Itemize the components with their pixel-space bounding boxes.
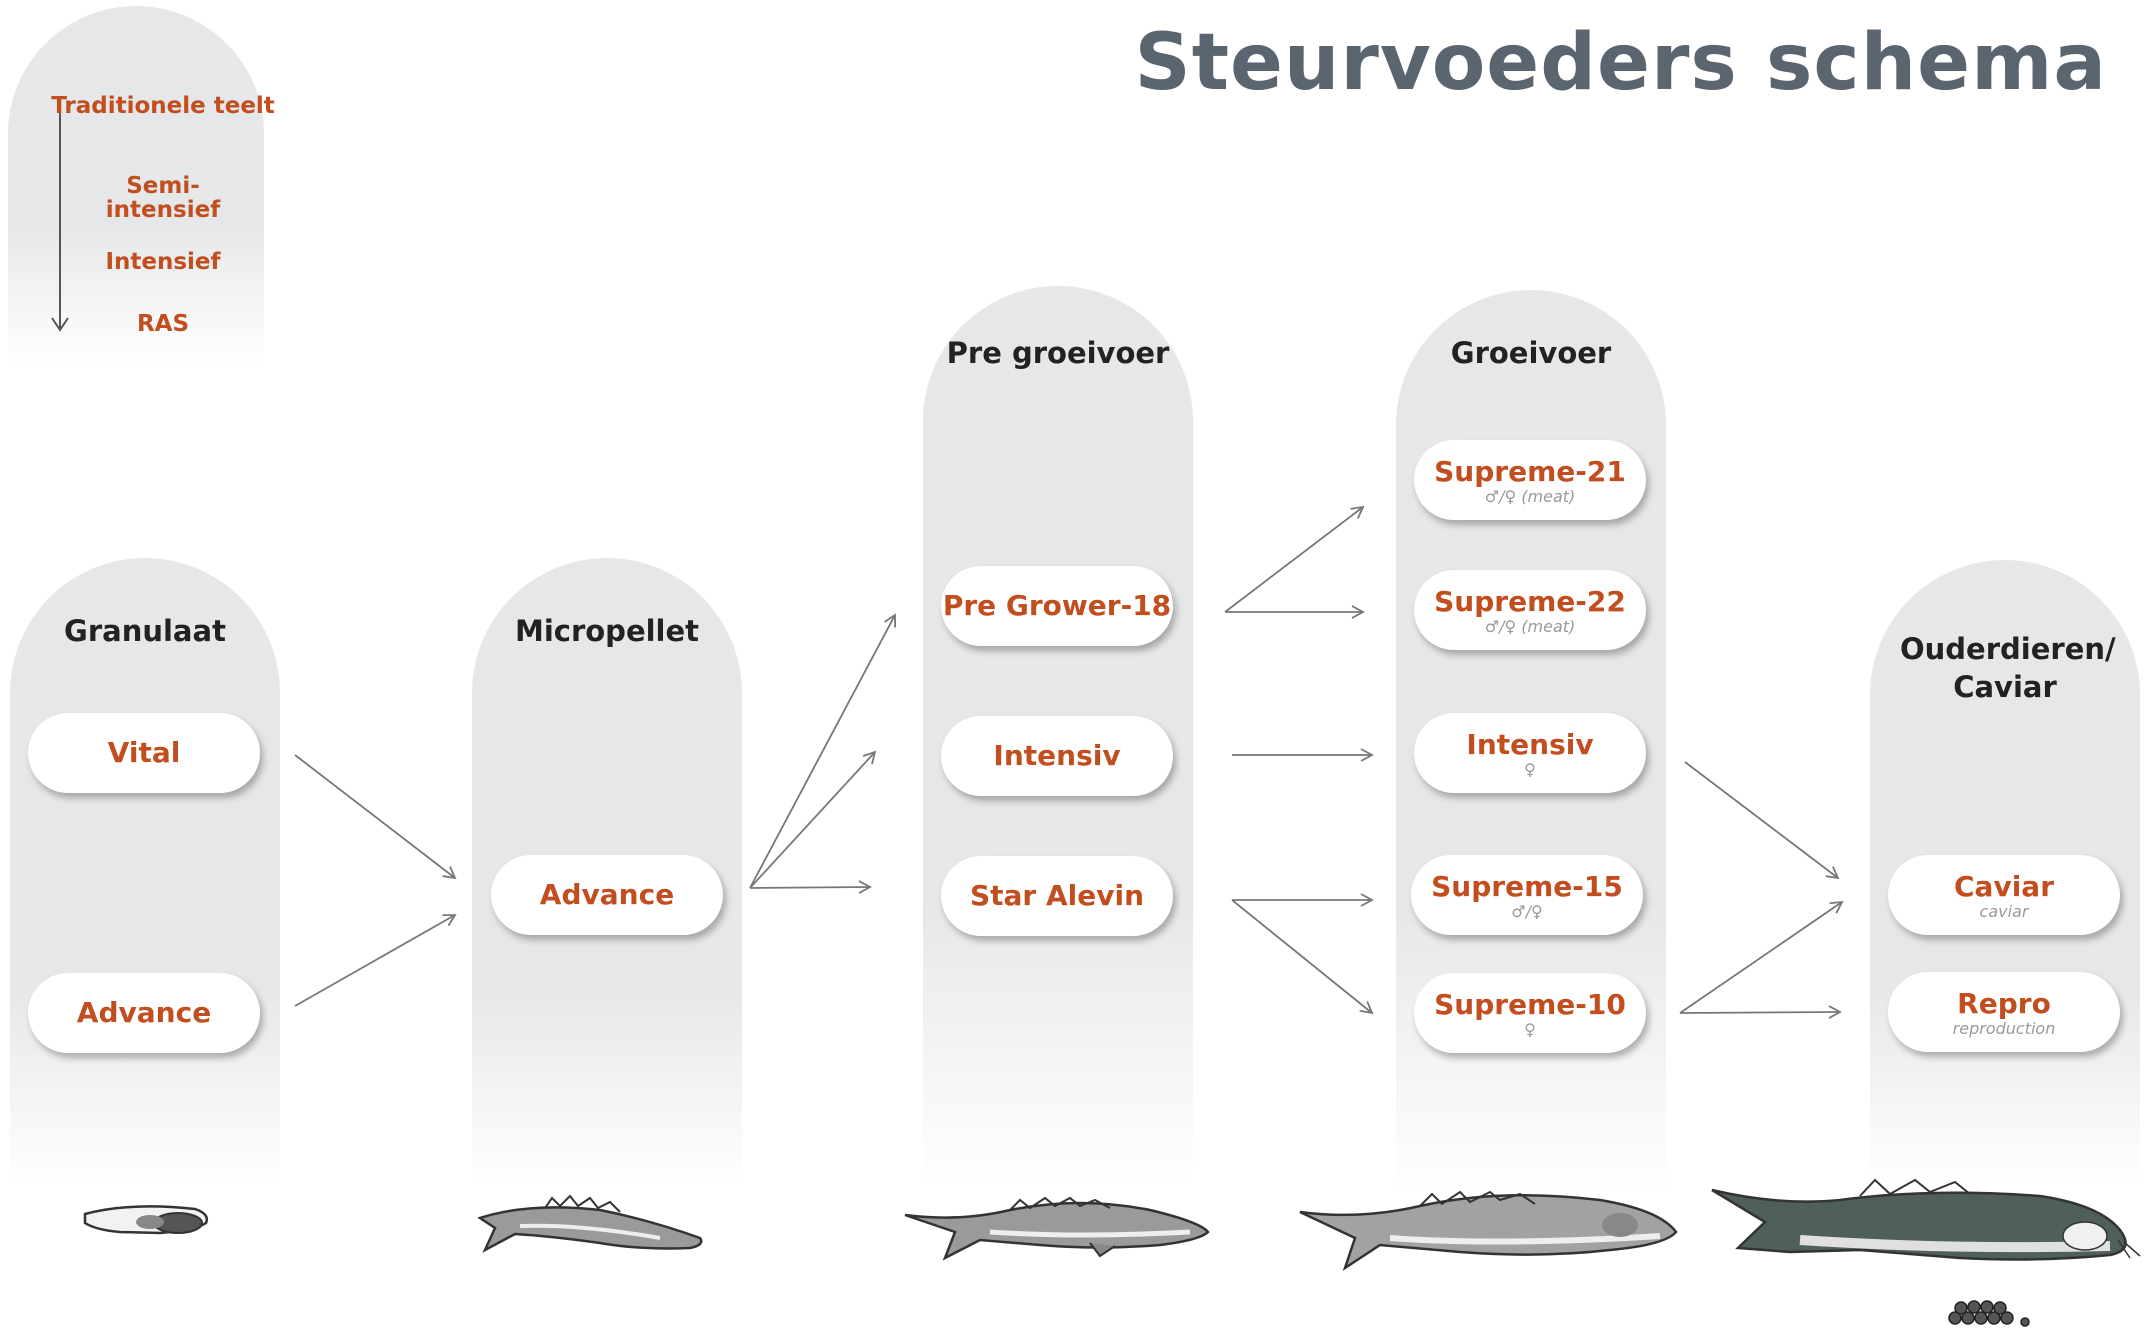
page-title: Steurvoeders schema xyxy=(1134,18,2107,108)
flow-arrow xyxy=(1679,1005,1842,1019)
sturgeon-medium-icon xyxy=(904,1196,1210,1261)
flow-arrow xyxy=(749,750,877,889)
legend-item-ras: RAS xyxy=(136,311,190,337)
product-subtitle: ♂/♀ (meat) xyxy=(1484,616,1576,636)
column-title: Groeivoer xyxy=(1450,336,1612,370)
column-ouderdieren-caviar: Ouderdieren/ Caviar Caviar caviar Repro … xyxy=(1870,560,2140,1185)
legend-item-traditioneel: Traditionele teelt xyxy=(51,93,275,119)
flow-arrow xyxy=(1684,761,1840,880)
flow-arrow xyxy=(294,754,457,880)
column-title: Micropellet xyxy=(514,614,700,648)
product-label: Repro xyxy=(1957,986,2051,1020)
flow-arrow xyxy=(1679,900,1844,1014)
sturgeon-large-icon xyxy=(1299,1190,1678,1272)
product-intensiv-pre[interactable]: Intensiv xyxy=(941,716,1173,796)
product-label: Intensiv xyxy=(1466,727,1594,761)
product-vital[interactable]: Vital xyxy=(28,713,260,793)
product-subtitle: ♀ xyxy=(1524,1019,1536,1039)
product-label: Advance xyxy=(76,996,212,1029)
column-granulaat: Granulaat Vital Advance xyxy=(10,558,280,1188)
product-subtitle: ♂/♀ xyxy=(1511,901,1543,921)
larva-icon xyxy=(83,1205,209,1235)
flow-arrow xyxy=(1224,505,1365,613)
product-label: Supreme-15 xyxy=(1431,869,1623,903)
product-caviar[interactable]: Caviar caviar xyxy=(1888,855,2120,935)
column-title: Pre groeivoer xyxy=(946,336,1170,370)
product-label: Advance xyxy=(539,878,675,911)
flow-arrow xyxy=(749,613,897,889)
intensity-legend: Traditionele teelt Semi-intensief Intens… xyxy=(8,6,275,366)
product-label: Intensiv xyxy=(993,739,1121,772)
sturgeon-adult-icon xyxy=(1711,1178,2141,1261)
product-subtitle: caviar xyxy=(1979,901,2029,921)
product-repro[interactable]: Repro reproduction xyxy=(1888,972,2120,1052)
flow-arrow xyxy=(1231,899,1374,1015)
product-label: Supreme-22 xyxy=(1434,584,1626,618)
product-supreme-10[interactable]: Supreme-10 ♀ xyxy=(1414,973,1646,1053)
column-title: Ouderdieren/ Caviar xyxy=(1900,632,2116,704)
product-supreme-21[interactable]: Supreme-21 ♂/♀ (meat) xyxy=(1414,440,1646,520)
product-supreme-22[interactable]: Supreme-22 ♂/♀ (meat) xyxy=(1414,570,1646,650)
product-intensiv-groei[interactable]: Intensiv ♀ xyxy=(1414,713,1646,793)
column-groeivoer: Groeivoer Supreme-21 ♂/♀ (meat) Supreme-… xyxy=(1396,290,1666,1195)
column-micropellet: Micropellet Advance xyxy=(472,558,742,1188)
product-subtitle: ♂/♀ (meat) xyxy=(1484,486,1576,506)
product-advance-granulaat[interactable]: Advance xyxy=(28,973,260,1053)
flow-arrow xyxy=(294,914,457,1007)
product-label: Supreme-10 xyxy=(1434,987,1626,1021)
column-pre-groeivoer: Pre groeivoer Pre Grower-18 Intensiv Sta… xyxy=(923,286,1193,1186)
product-label: Vital xyxy=(107,736,181,769)
product-label: Star Alevin xyxy=(969,879,1145,912)
product-pre-grower-18[interactable]: Pre Grower-18 xyxy=(941,566,1173,646)
product-label: Supreme-21 xyxy=(1434,454,1626,488)
sturgeon-small-icon xyxy=(477,1194,703,1253)
flow-arrow xyxy=(749,880,872,894)
product-label: Pre Grower-18 xyxy=(942,589,1172,622)
product-label: Caviar xyxy=(1954,869,2054,903)
product-star-alevin[interactable]: Star Alevin xyxy=(941,856,1173,936)
legend-item-semi-intensief: Semi-intensief xyxy=(105,173,221,223)
column-title: Granulaat xyxy=(64,614,226,648)
product-subtitle: reproduction xyxy=(1952,1018,2056,1038)
product-subtitle: ♀ xyxy=(1524,759,1536,779)
product-advance-micropellet[interactable]: Advance xyxy=(491,855,723,935)
down-arrow-icon xyxy=(51,110,69,332)
caviar-eggs-icon xyxy=(1948,1300,2030,1327)
product-supreme-15[interactable]: Supreme-15 ♂/♀ xyxy=(1411,855,1643,935)
legend-item-intensief: Intensief xyxy=(105,249,221,275)
